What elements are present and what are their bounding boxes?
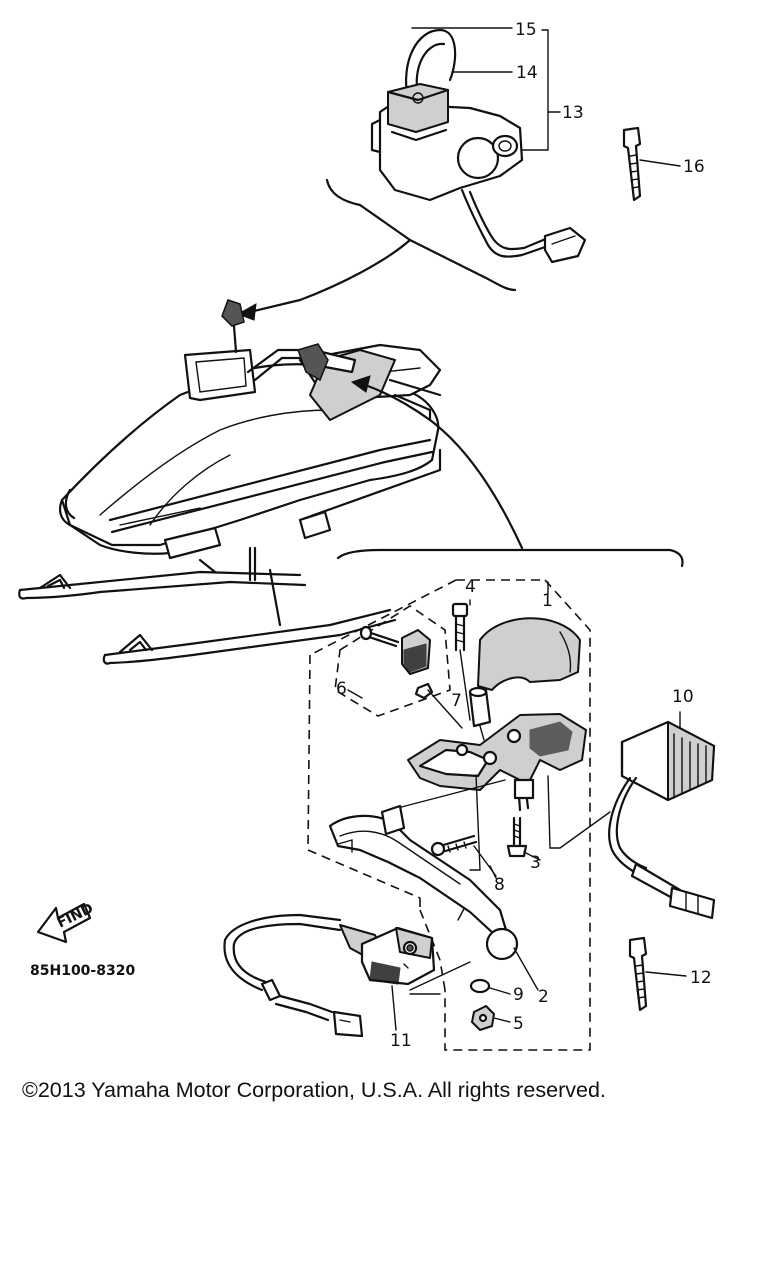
- part-3-bolt: [506, 816, 541, 861]
- part-4-screw: [451, 602, 471, 721]
- callout-3: 3: [530, 853, 541, 873]
- callout-11: 11: [390, 1031, 412, 1051]
- part-10-module: [608, 711, 716, 920]
- callout-12: 12: [690, 968, 712, 988]
- diagram-code: 85H100-8320: [30, 963, 135, 979]
- copyright-notice: ©2013 Yamaha Motor Corporation, U.S.A. A…: [22, 1078, 606, 1102]
- callout-8: 8: [494, 875, 505, 895]
- group-6-boundary: [334, 605, 451, 717]
- part-11-sensor: [223, 913, 471, 1038]
- find-arrow-icon: FIND: [36, 901, 96, 944]
- housing-cover: [477, 617, 581, 691]
- callout-4: 4: [465, 577, 476, 597]
- handlebar-switch-assembly: [236, 28, 587, 321]
- callout-14: 14: [516, 63, 538, 83]
- callout-2: 2: [538, 987, 549, 1007]
- snowmobile-illustration: [18, 299, 442, 665]
- callout-13: 13: [562, 103, 584, 123]
- part-9-washer: [469, 978, 511, 995]
- leader-lines-top: [411, 27, 561, 151]
- part-5-nut: [471, 1005, 511, 1031]
- callout-10: 10: [672, 687, 694, 707]
- callout-9: 9: [513, 985, 524, 1005]
- callout-1: 1: [542, 591, 553, 611]
- callout-16: 16: [683, 157, 705, 177]
- part-7-spacer: [468, 686, 492, 741]
- callout-7: 7: [451, 691, 462, 711]
- callout-5: 5: [513, 1014, 524, 1034]
- alignment-lines: [389, 689, 611, 921]
- cable-tie-12: [628, 936, 687, 1012]
- throttle-lever: [328, 804, 519, 961]
- leader-lines-bottom: [347, 581, 549, 991]
- lower-pointer-arrow: [336, 375, 684, 568]
- part-6: [359, 625, 434, 700]
- cable-tie-16: [622, 126, 681, 202]
- callout-15: 15: [515, 20, 537, 40]
- throttle-housing: [407, 713, 587, 812]
- callout-6: 6: [336, 679, 347, 699]
